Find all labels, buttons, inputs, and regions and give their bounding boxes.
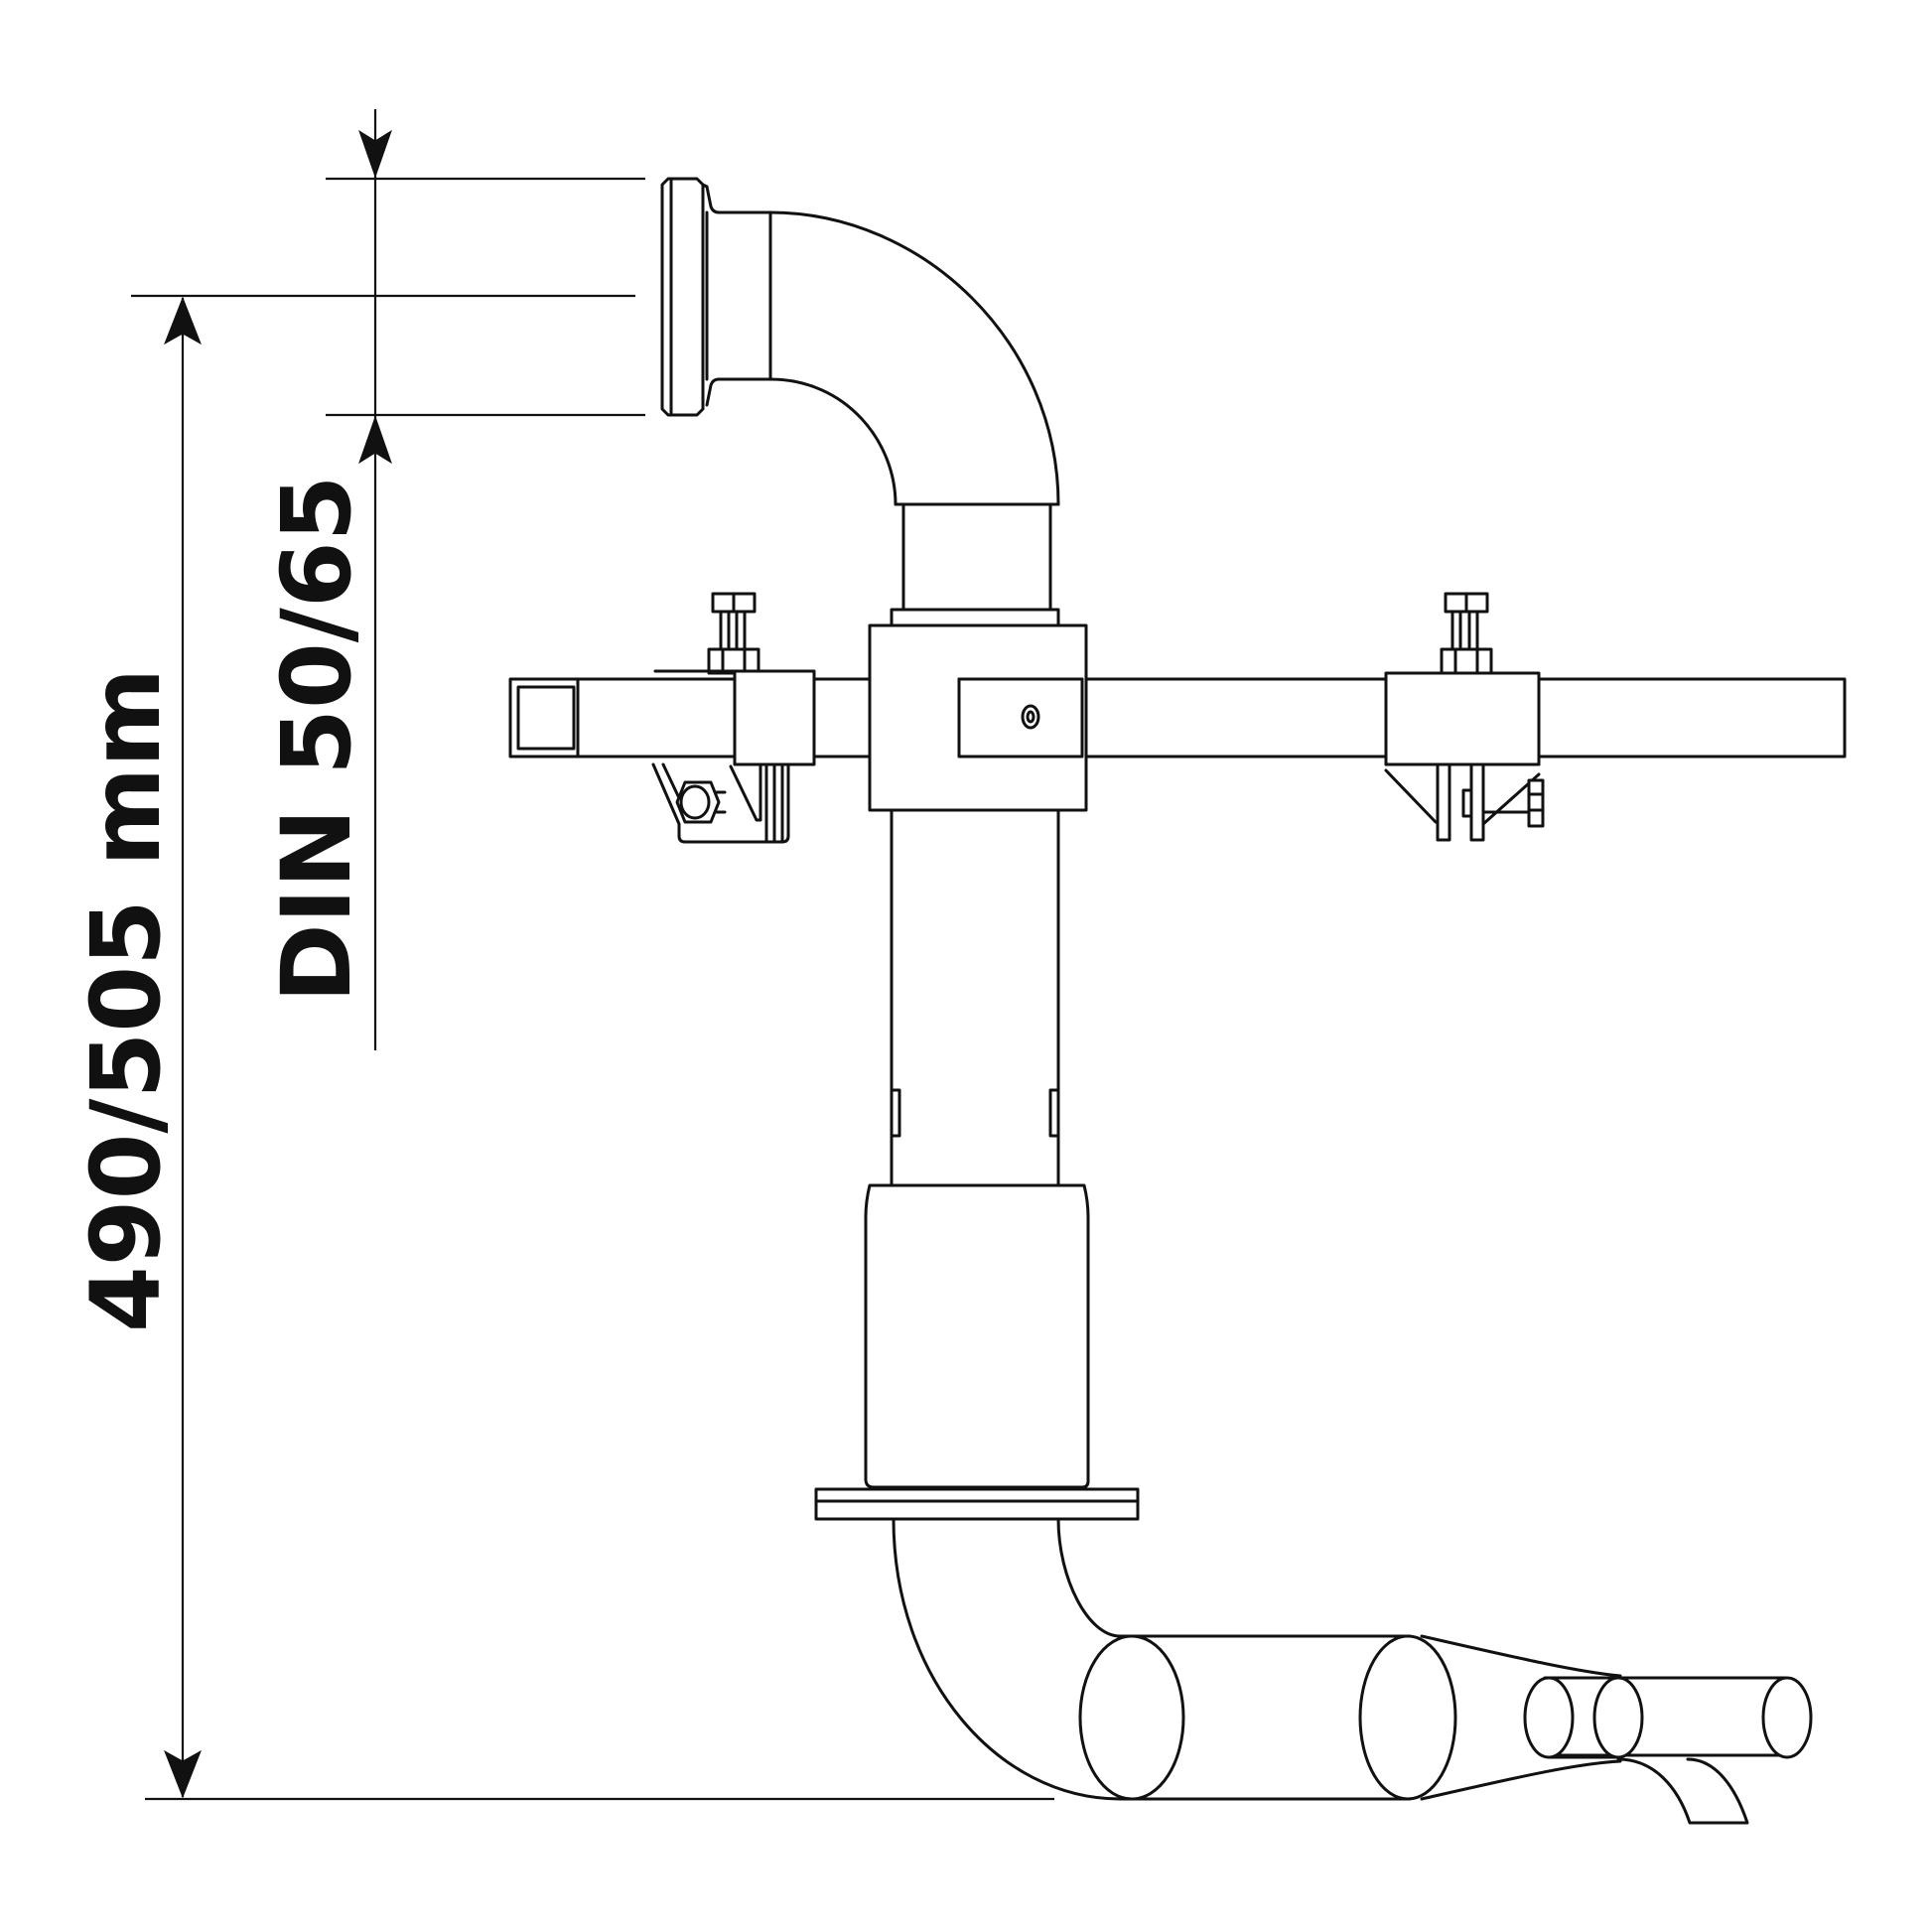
right-rail-clamp <box>1384 592 1545 842</box>
outlet-pipe-end <box>1358 1634 1457 1801</box>
upper-elbow <box>768 210 1060 506</box>
drip-lip <box>1616 1757 1749 1825</box>
right-clamp-screw <box>1527 778 1545 828</box>
lower-sleeve <box>864 1183 1090 1489</box>
standpipe <box>890 808 1060 1187</box>
left-clamp-nut <box>707 647 760 675</box>
dimension-arrow-up <box>358 415 392 465</box>
central-pipe-clamp <box>868 623 1088 812</box>
pipe-diameter-dimension <box>326 109 645 1050</box>
left-rail-clamp <box>651 592 816 844</box>
overall-height-label: 490/505 mm <box>70 668 182 1332</box>
rail-end-cap <box>516 685 576 751</box>
height-arrow-top <box>164 296 202 345</box>
top-outlet-flange <box>660 177 772 417</box>
overall-height-dimension <box>131 294 1054 1801</box>
horizontal-outlet-pipe <box>1118 1634 1457 1801</box>
pipe-size-label: DIN 50/65 <box>261 476 372 1003</box>
right-clamp-nut <box>1440 647 1493 675</box>
spigot-outer-face <box>1761 1676 1813 1759</box>
right-clamp-body <box>1384 671 1541 766</box>
elbow-outlet-face <box>1078 1634 1185 1801</box>
dimension-arrow-down <box>358 129 392 179</box>
spigot-left-face <box>1523 1676 1575 1759</box>
outlet-spigot <box>1523 1676 1813 1759</box>
height-arrow-bottom <box>164 1749 202 1799</box>
left-clamp-body <box>733 669 816 766</box>
base-flange <box>814 1487 1140 1521</box>
clamp-bolt-hole <box>1021 704 1040 730</box>
upper-pipe-section <box>890 502 1060 627</box>
mounting-rail <box>508 677 1847 759</box>
lower-elbow <box>892 1517 1185 1801</box>
reducer <box>1420 1634 1622 1801</box>
spigot-inner-end <box>1592 1676 1644 1759</box>
